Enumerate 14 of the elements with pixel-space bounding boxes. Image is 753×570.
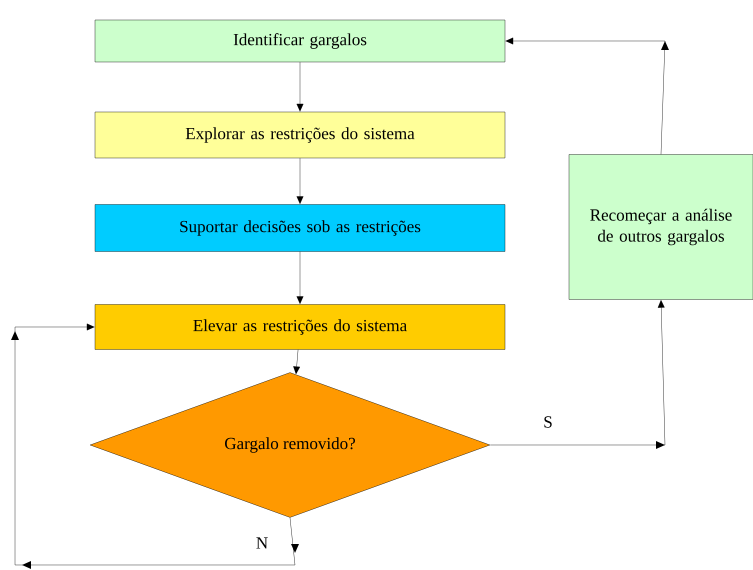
edge-label: N xyxy=(254,536,270,550)
arrow xyxy=(296,158,304,204)
arrow xyxy=(296,62,304,112)
process-box: Explorar as restrições do sistema xyxy=(94,112,506,158)
process-box: Identificar gargalos xyxy=(94,20,506,62)
process-box: Elevar as restrições do sistema xyxy=(94,304,506,350)
arrow xyxy=(296,252,304,304)
arrow xyxy=(11,324,299,569)
process-box: Suportar decisões sob as restrições xyxy=(94,204,506,252)
edge-label: S xyxy=(542,415,554,429)
process-box: Recomeçar a análise de outros gargalos xyxy=(568,154,753,300)
arrow xyxy=(293,350,300,374)
arrow xyxy=(490,300,666,449)
arrow xyxy=(506,38,669,154)
